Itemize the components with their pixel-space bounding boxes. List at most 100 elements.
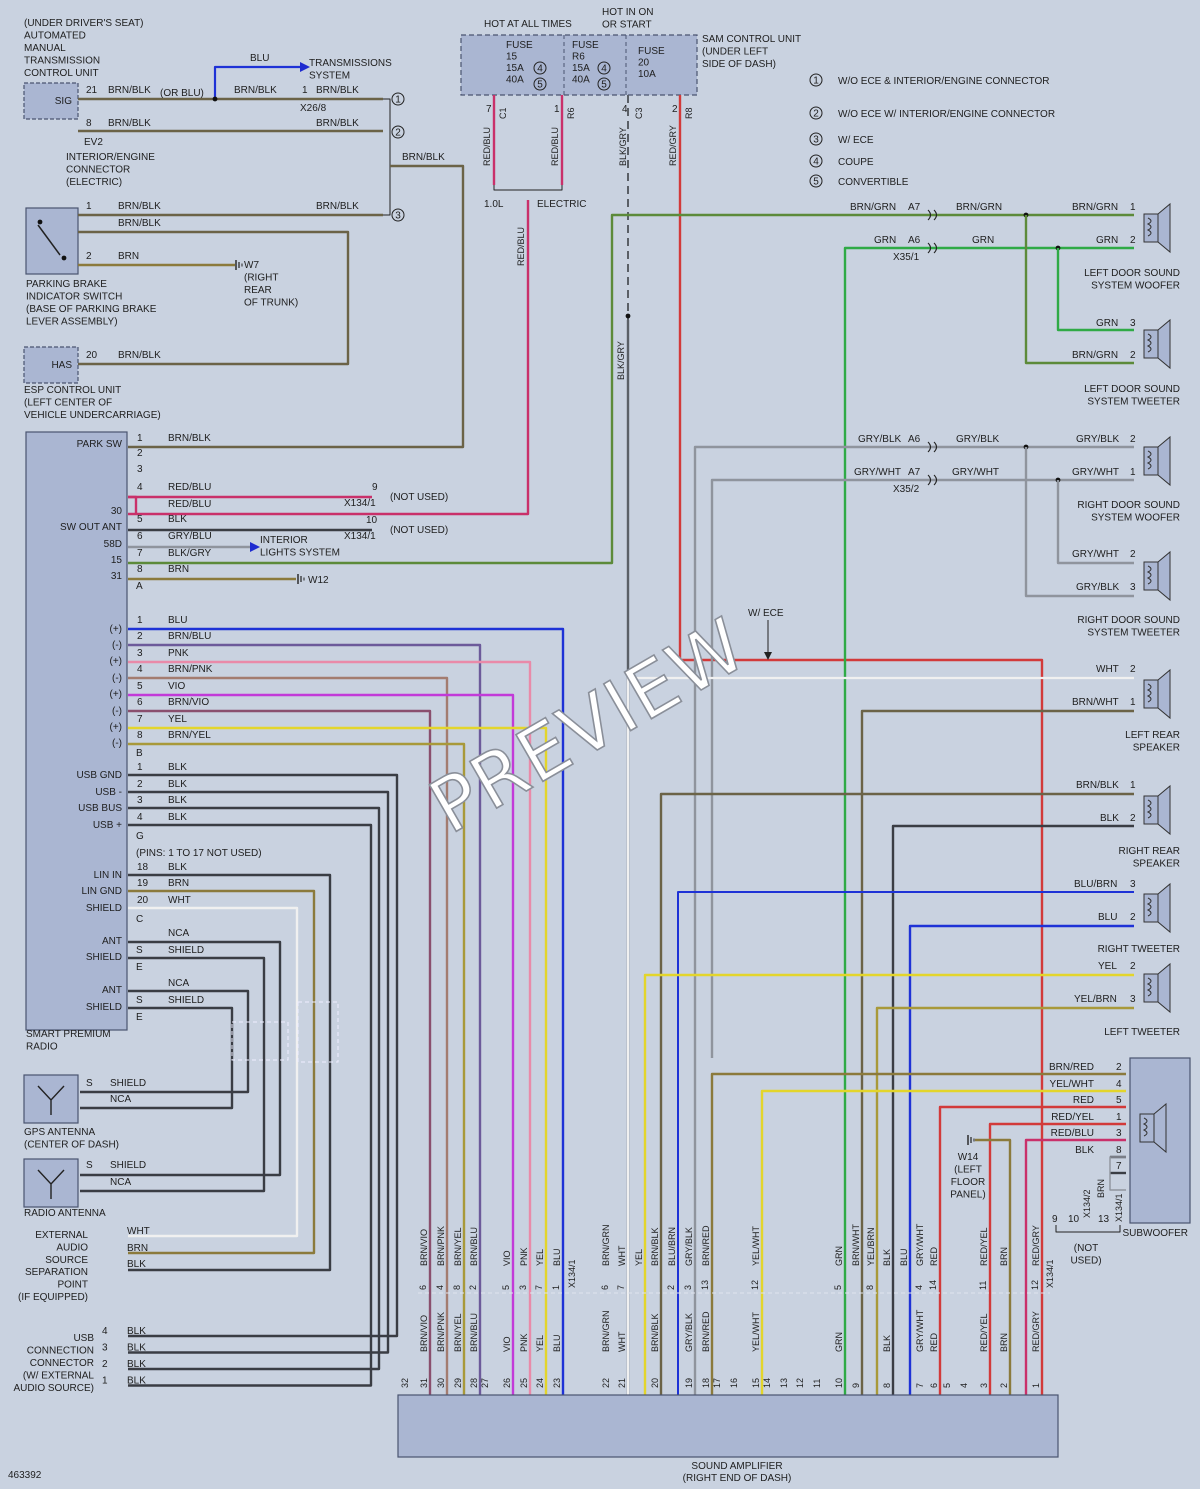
left-tweeter-icon bbox=[1143, 962, 1171, 1014]
speaker-label: LEFT TWEETER bbox=[1104, 1027, 1180, 1038]
subwoofer-label: SUBWOOFER bbox=[1122, 1228, 1188, 1239]
speaker-label: RIGHT TWEETER bbox=[1098, 944, 1180, 955]
pin-label: 7 bbox=[1116, 1161, 1122, 1172]
pin-label: 4 bbox=[137, 482, 143, 493]
amp-wire-color-bottom: BRN/PNK bbox=[436, 1312, 446, 1352]
legend-number-circle bbox=[809, 132, 823, 146]
right-rear-speaker-icon bbox=[1143, 784, 1171, 836]
connector-label: A7 bbox=[908, 202, 921, 213]
amp-wire-color-top: BLU bbox=[552, 1248, 562, 1266]
pin-label: 1 bbox=[1130, 202, 1136, 213]
connector-letter: C bbox=[136, 914, 143, 925]
radio-pin-label: (+) bbox=[110, 689, 123, 700]
wire-color-label: RED/BLU bbox=[550, 127, 560, 166]
legend-number: 4 bbox=[813, 157, 819, 168]
ext-audio-label-line: SOURCE bbox=[45, 1255, 88, 1266]
amp-pin: 5 bbox=[942, 1383, 952, 1388]
switch-icon bbox=[37, 224, 61, 256]
pin-label: 3 bbox=[1130, 582, 1136, 593]
pin-label: 2 bbox=[137, 448, 143, 459]
pin-label: 4 bbox=[622, 104, 628, 115]
amp-wire-color-top: BRN/GRN bbox=[601, 1224, 611, 1266]
connector-label: A6 bbox=[908, 235, 921, 246]
amp-wire-color-bottom: BRN/VIO bbox=[419, 1315, 429, 1352]
pin-label: 2 bbox=[1130, 434, 1136, 445]
esp-has-label: HAS bbox=[51, 360, 72, 371]
wire-spk-rdst-3 bbox=[1024, 447, 1134, 598]
ext-audio-label-line: EXTERNAL bbox=[35, 1230, 88, 1241]
wire-ant-2 bbox=[80, 956, 266, 1193]
pin-label: 4 bbox=[102, 1326, 108, 1337]
wire-spk-rr-2 bbox=[891, 824, 1134, 1395]
right-tweeter-icon bbox=[1143, 882, 1171, 934]
pin-label: 2 bbox=[137, 631, 143, 642]
pin-label: 3 bbox=[1130, 994, 1136, 1005]
speaker-label-line: SYSTEM WOOFER bbox=[1091, 513, 1180, 524]
connector-label: C3 bbox=[634, 107, 644, 119]
connector-label: X35/1 bbox=[893, 252, 920, 263]
amp-pin: 1 bbox=[1031, 1383, 1041, 1388]
pin-label: 18 bbox=[137, 862, 149, 873]
amp-wire-color-bottom: BRN/RED bbox=[701, 1311, 711, 1352]
amp-wire-color-top: BRN bbox=[999, 1247, 1009, 1266]
radio-antenna-label: RADIO ANTENNA bbox=[24, 1208, 106, 1219]
radio-pin-label: USB - bbox=[95, 787, 122, 798]
connector-label: X134/1 bbox=[1045, 1259, 1055, 1288]
w14-label-line: PANEL) bbox=[950, 1190, 985, 1201]
wire-sub-redblu bbox=[1024, 1138, 1126, 1395]
amp-wire-color-top: RED/YEL bbox=[979, 1227, 989, 1266]
sub-not-used-line: (NOT bbox=[1074, 1243, 1098, 1254]
radio-pin-label: (-) bbox=[112, 673, 122, 684]
wire-color-label: BRN/VIO bbox=[168, 697, 209, 708]
ext-audio-label-line: (IF EQUIPPED) bbox=[18, 1292, 88, 1303]
amp-label-line: (RIGHT END OF DASH) bbox=[683, 1473, 792, 1484]
pin-label: 1 bbox=[1130, 697, 1136, 708]
wire-lin-1 bbox=[128, 889, 316, 1255]
amp-top-pin: 5 bbox=[501, 1285, 511, 1290]
wire-color-label: GRY/WHT bbox=[1072, 549, 1119, 560]
speaker-coil bbox=[1146, 799, 1152, 819]
wire-radio-4b bbox=[128, 495, 138, 514]
inline-connector bbox=[927, 474, 938, 486]
connector-letter: E bbox=[136, 962, 143, 973]
pin-label: 20 bbox=[137, 895, 149, 906]
amp-wire-color-bottom: BLU bbox=[552, 1334, 562, 1352]
wire-color-label: RED/BLU bbox=[516, 227, 526, 266]
inline-connector bbox=[927, 441, 938, 453]
legend-number-circle bbox=[597, 77, 611, 91]
amp-top-pin: 11 bbox=[978, 1281, 988, 1290]
amp-wire-color-top: WHT bbox=[617, 1245, 627, 1266]
amp-wire-color-bottom: GRN bbox=[834, 1332, 844, 1352]
amp-wire-color-top: PNK bbox=[519, 1247, 529, 1266]
wire-audio-yel bbox=[128, 726, 548, 1395]
connector-label: X134/1 bbox=[344, 498, 376, 509]
fuse-label-line: 10A bbox=[638, 69, 656, 80]
speaker-label-line: RIGHT DOOR SOUND bbox=[1077, 500, 1180, 511]
wire-color-label: GRY/BLK bbox=[1076, 434, 1119, 445]
legend-number: 3 bbox=[813, 135, 819, 146]
pin-label: 10 bbox=[366, 515, 378, 526]
wire-color-label: NCA bbox=[110, 1177, 131, 1188]
wire-color-label: BRN/BLK bbox=[316, 118, 359, 129]
speaker-coil bbox=[1142, 1117, 1148, 1137]
wire-color-label: BRN/BLK bbox=[108, 85, 151, 96]
legend-number: 1 bbox=[813, 76, 819, 87]
wire-ant-3 bbox=[80, 989, 250, 1094]
wire-spk-rdsw-1 bbox=[710, 478, 1134, 1058]
speaker-cone bbox=[1157, 962, 1171, 1014]
amp-top-pin: 1 bbox=[551, 1285, 561, 1290]
amp-pin: 14 bbox=[762, 1378, 772, 1388]
iec-label-line: (ELECTRIC) bbox=[66, 177, 122, 188]
note-label: ELECTRIC bbox=[537, 199, 586, 210]
legend-number: 5 bbox=[537, 80, 543, 91]
wire-color-label: BRN/BLK bbox=[316, 201, 359, 212]
amp-wire-color-bottom: PNK bbox=[519, 1333, 529, 1352]
esp-label-line: VEHICLE UNDERCARRIAGE) bbox=[24, 410, 161, 421]
wire-color-label: RED bbox=[1073, 1095, 1094, 1106]
antenna-icon bbox=[37, 1169, 65, 1199]
ext-audio-label-line: AUDIO bbox=[56, 1242, 88, 1253]
connector-label: X134/2 bbox=[1082, 1189, 1092, 1218]
radio-pin-label: PARK SW bbox=[77, 439, 123, 450]
pin-label: 8 bbox=[137, 564, 143, 575]
pin-label: 3 bbox=[1130, 318, 1136, 329]
